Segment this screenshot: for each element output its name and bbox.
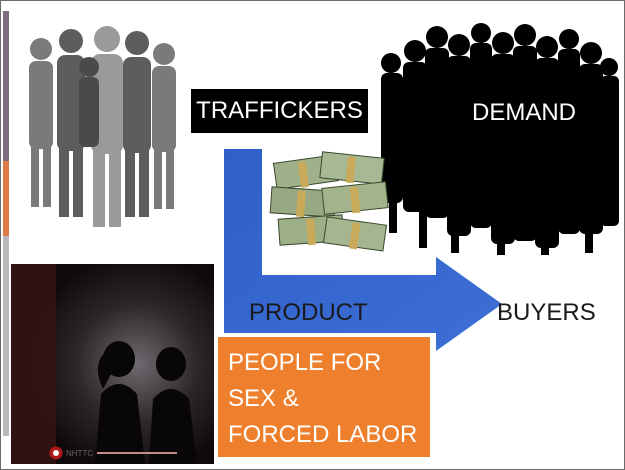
accent-bar-top [3,11,9,161]
accent-bar-middle [3,161,9,236]
traffickers-label-text: TRAFFICKERS [196,97,363,124]
logo-text: NHTTC [66,448,94,458]
accent-bar-bottom [3,236,9,436]
people-box-line-1: PEOPLE FOR [228,349,382,376]
nhttc-logo: NHTTC [49,445,178,461]
people-box-line-3: FORCED LABOR [228,421,418,448]
product-label: PRODUCT [249,299,368,326]
logo-emblem-icon [49,446,63,460]
traffickers-crowd-image [29,26,176,227]
demand-label: DEMAND [459,96,589,130]
victims-photo [11,264,214,464]
people-for-sex-and-forced-labor-box: PEOPLE FOR SEX & FORCED LABOR [218,337,430,457]
demand-label-text: DEMAND [471,99,576,126]
buyers-label: BUYERS [497,299,596,326]
flow-arrow [224,149,502,351]
money-stacks-image [269,151,389,252]
traffickers-label: TRAFFICKERS [191,89,368,133]
people-box-line-2: SEX & [228,385,299,412]
demand-crowd-image [381,23,619,255]
logo-underline [97,452,178,454]
